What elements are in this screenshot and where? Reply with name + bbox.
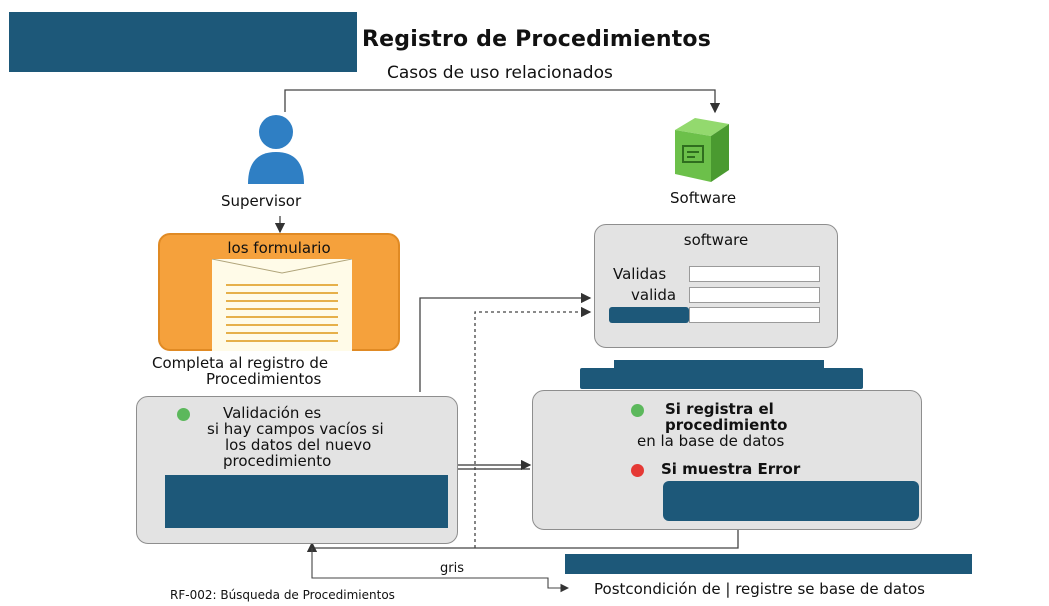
result-to-validation-connector	[306, 530, 739, 553]
redacted-bottom-bar	[565, 554, 972, 574]
result-panel: Si registra el procedimiento en la base …	[532, 390, 922, 530]
redacted-stack-bar-top	[614, 360, 824, 368]
reference-caption: RF-002: Búsqueda de Procedimientos	[170, 588, 395, 602]
validation-to-software-connector	[419, 292, 592, 392]
redacted-stack-bar	[580, 368, 863, 389]
postcondition-text: Postcondición de | registre se base de d…	[594, 580, 925, 598]
top-connector	[284, 89, 721, 114]
redacted-header-block	[9, 12, 357, 72]
validation-status-dot	[177, 408, 190, 421]
field-label-valida: valida	[631, 286, 677, 304]
validation-line3: los datos del nuevo	[225, 436, 372, 454]
software-actor-label: Software	[670, 189, 737, 207]
result-line2: procedimiento	[665, 416, 788, 434]
form-card: los formulario	[158, 233, 400, 351]
third-input[interactable]	[689, 307, 820, 323]
valida-input[interactable]	[689, 287, 820, 303]
redacted-result-block	[663, 481, 919, 521]
gris-label: gris	[440, 561, 464, 576]
result-error: Si muestra Error	[661, 460, 801, 478]
validas-input[interactable]	[689, 266, 820, 282]
software-panel: software Validas valida	[594, 224, 838, 348]
software-panel-title: software	[683, 231, 749, 249]
validation-line1: Validación es	[223, 404, 322, 422]
server-icon	[669, 114, 735, 184]
diagram-title: Registro de Procedimientos	[362, 27, 712, 52]
form-caption-line2: Procedimientos	[206, 370, 322, 388]
supervisor-icon	[244, 112, 308, 184]
supervisor-label: Supervisor	[221, 192, 302, 210]
redacted-validation-block	[165, 475, 448, 528]
form-caption-line1: Completa al registro de	[152, 354, 329, 372]
result-line1: Si registra el	[665, 400, 774, 418]
result-line3: en la base de datos	[637, 432, 785, 450]
error-status-dot	[631, 464, 644, 477]
field-label-validas: Validas	[613, 265, 667, 283]
form-card-title: los formulario	[227, 239, 331, 257]
validation-panel: Validación es si hay campos vacíos si lo…	[136, 396, 458, 544]
gris-to-postcondition-connector	[311, 548, 570, 593]
validation-line4: procedimiento	[223, 452, 332, 470]
redacted-field-block	[609, 307, 689, 323]
success-status-dot	[631, 404, 644, 417]
diagram-subtitle: Casos de uso relacionados	[387, 63, 613, 83]
document-icon	[211, 258, 353, 351]
validation-line2: si hay campos vacíos si	[207, 420, 384, 438]
